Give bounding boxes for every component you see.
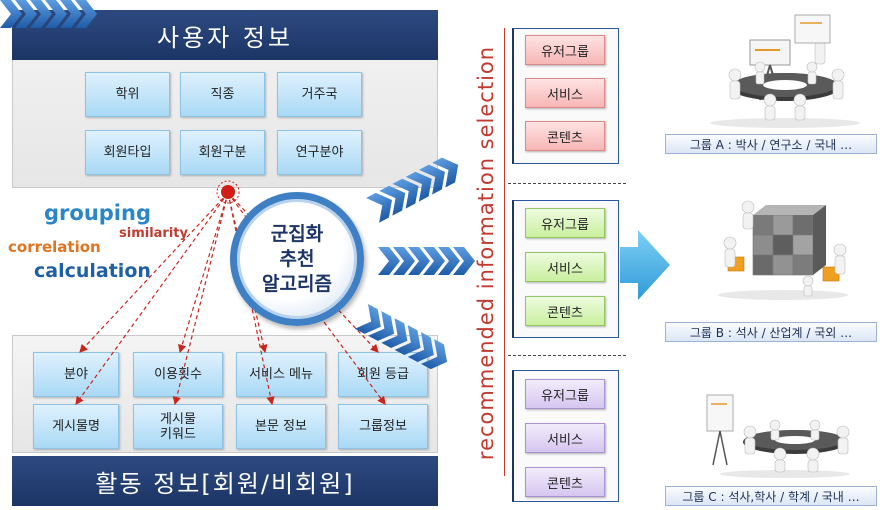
chevron-arrow-middle <box>378 247 475 275</box>
algorithm-circle: 군집화 추천 알고리즘 <box>230 192 364 326</box>
cube-assembly-icon <box>718 200 848 300</box>
group-b-service: 서비스 <box>525 252 605 282</box>
meeting-round-table-scene-c <box>706 394 850 478</box>
activity-attr-usage-count: 이용횟수 <box>133 352 223 397</box>
algorithm-line-2: 추천 <box>279 247 315 270</box>
activity-attr-group-info: 그룹정보 <box>338 404 428 449</box>
method-calculation: calculation <box>34 260 151 282</box>
separator-1 <box>508 183 626 184</box>
group-c-user-group: 유저그룹 <box>525 379 605 409</box>
user-attr-occupation: 직종 <box>180 72 265 117</box>
method-similarity: similarity <box>119 226 188 241</box>
method-correlation: correlation <box>8 238 101 256</box>
group-b-content: 콘텐츠 <box>525 296 605 326</box>
user-attr-country: 거주국 <box>277 72 362 117</box>
big-arrow <box>620 230 670 300</box>
algorithm-line-1: 군집화 <box>270 222 324 245</box>
activity-attr-member-grade: 회원 등급 <box>338 352 428 397</box>
user-info-title: 사용자 정보 <box>12 10 438 60</box>
group-b-user-group: 유저그룹 <box>525 208 605 238</box>
activity-info-title: 활동 정보[회원/비회원] <box>12 456 438 506</box>
activity-attr-post-keyword: 게시물 키워드 <box>133 404 223 449</box>
user-attr-member-class: 회원구분 <box>180 130 265 175</box>
algorithm-line-3: 알고리즘 <box>262 272 332 295</box>
activity-attr-service-menu: 서비스 메뉴 <box>236 352 326 397</box>
activity-attr-post-name: 게시물명 <box>33 404 119 449</box>
method-grouping: grouping <box>44 201 151 225</box>
selection-label: recommended information selection <box>474 45 498 461</box>
group-a-caption: 그룹 A : 박사 / 연구소 / 국내 … <box>665 134 877 154</box>
separator-2 <box>508 355 626 356</box>
group-c-content: 콘텐츠 <box>525 467 605 497</box>
group-a-content: 콘텐츠 <box>525 121 605 151</box>
group-b-caption: 그룹 B : 석사 / 산업계 / 국외 … <box>665 322 877 342</box>
activity-attr-field: 분야 <box>33 352 119 397</box>
user-info-title-text: 사용자 정보 <box>156 23 294 52</box>
activity-info-title-text: 활동 정보[회원/비회원] <box>95 469 355 498</box>
user-attr-degree: 학위 <box>85 72 170 117</box>
group-c-service: 서비스 <box>525 423 605 453</box>
group-a-service: 서비스 <box>525 78 605 108</box>
link-to-usage-count <box>178 192 229 354</box>
group-c-caption: 그룹 C : 석사,학사 / 학계 / 국내 … <box>665 486 877 506</box>
user-attr-research-field: 연구분야 <box>277 130 362 175</box>
user-attr-member-type: 회원타입 <box>85 130 170 175</box>
activity-attr-body-info: 본문 정보 <box>236 404 326 449</box>
selection-label-box <box>467 28 505 476</box>
meeting-round-table-icon <box>710 14 860 128</box>
group-a-user-group: 유저그룹 <box>525 35 605 65</box>
